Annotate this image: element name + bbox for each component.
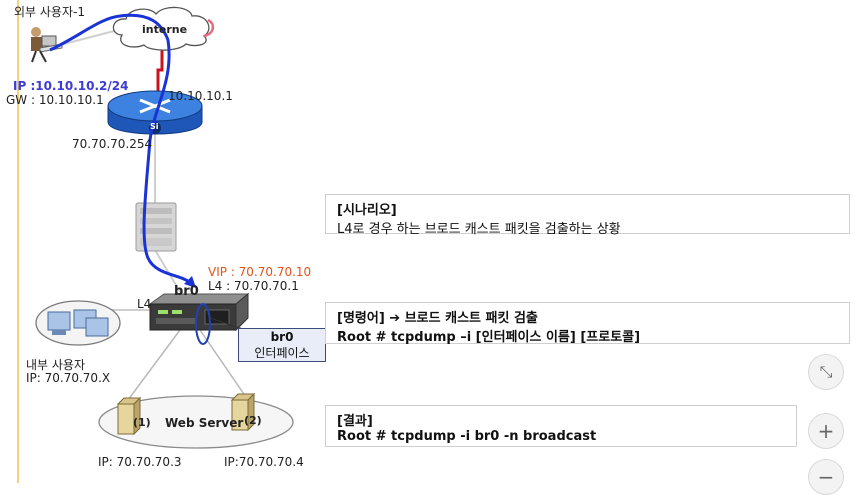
internal-user-pcs: [35, 300, 121, 346]
core-switch: [135, 202, 177, 252]
server-2-tag: (2): [244, 414, 262, 427]
command-title: [명령어] ➔ 브로드 캐스트 패킷 검출: [337, 311, 538, 326]
external-ip-label: IP :10.10.10.2/24: [13, 79, 129, 93]
router-badge: Si: [150, 122, 159, 131]
server-2-ip-label: IP:70.70.70.4: [224, 455, 304, 469]
external-gw-label: GW : 10.10.10.1: [6, 93, 104, 107]
external-user-label: 외부 사용자-1: [14, 5, 85, 19]
br0-interface-marker: [195, 303, 211, 345]
l4-label: L4: [137, 297, 152, 311]
command-panel: [명령어] ➔ 브로드 캐스트 패킷 검출 Root # tcpdump –i …: [325, 302, 850, 345]
callout-title: br0: [270, 330, 294, 344]
network-diagram: [31, 6, 294, 449]
callout-subtitle: 인터페이스: [254, 346, 310, 360]
server-1-ip-label: IP: 70.70.70.3: [98, 455, 182, 469]
zoom-in-button[interactable]: +: [808, 413, 844, 449]
l4-ip-label: L4 : 70.70.70.1: [208, 279, 299, 293]
scenario-panel: [시나리오] L4로 경우 하는 브로드 캐스트 패킷을 검출하는 상황: [325, 194, 850, 237]
result-panel: [결과] Root # tcpdump -i br0 -n broadcast: [325, 405, 797, 447]
collapse-icon: ⤡: [819, 362, 833, 381]
command-text: Root # tcpdump –i [인터페이스 이름] [프로토콜]: [337, 330, 641, 345]
result-text: Root # tcpdump -i br0 -n broadcast: [337, 429, 597, 444]
internal-ip-label: IP: 70.70.70.X: [26, 371, 111, 385]
left-rule: [17, 0, 19, 483]
fit-view-button[interactable]: ⤡: [808, 354, 844, 390]
link-l4-server-left: [127, 329, 181, 401]
server-1: [116, 396, 142, 436]
server-1-tag: (1): [133, 416, 151, 429]
scenario-text: L4로 경우 하는 브로드 캐스트 패킷을 검출하는 상황: [337, 222, 621, 237]
vip-label: VIP : 70.70.70.10: [208, 265, 312, 279]
external-user: [31, 27, 63, 63]
wan-link: [156, 45, 164, 98]
internet-label: interne: [142, 23, 188, 36]
scenario-title: [시나리오]: [337, 203, 397, 218]
router-ip-bottom-label: 70.70.70.254: [72, 137, 153, 151]
router-ip-top-label: 10.10.10.1: [168, 89, 233, 103]
br0-label: br0: [174, 284, 199, 299]
minus-icon: −: [817, 465, 835, 489]
br0-callout: br0 인터페이스: [238, 328, 326, 362]
l4-switch: [148, 292, 250, 332]
packet-path: [49, 13, 194, 286]
link-user-internet: [59, 29, 119, 46]
plus-icon: +: [817, 419, 835, 443]
link-l4-server-right: [199, 329, 249, 401]
server-2: [230, 392, 256, 432]
web-server-label: Web Server: [165, 416, 244, 430]
packet-arrow: [184, 276, 196, 288]
zoom-out-button[interactable]: −: [808, 459, 844, 495]
result-title: [결과]: [337, 414, 373, 429]
internal-user-label: 내부 사용자: [26, 358, 86, 372]
